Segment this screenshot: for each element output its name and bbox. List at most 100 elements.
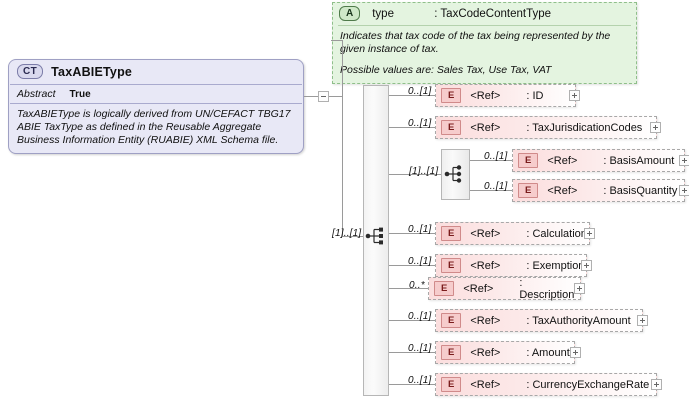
expand-toggle-plus[interactable] bbox=[679, 185, 689, 196]
element-box[interactable]: E <Ref> : Calculation bbox=[435, 222, 590, 245]
element-cardinality: 0..[1] bbox=[484, 181, 508, 192]
expand-toggle-plus[interactable] bbox=[584, 228, 595, 239]
divider bbox=[338, 25, 631, 26]
element-badge-icon: E bbox=[441, 88, 462, 103]
abstract-row: Abstract True bbox=[9, 85, 303, 103]
element-badge-icon: E bbox=[518, 183, 539, 198]
collapse-toggle-minus[interactable] bbox=[318, 91, 329, 102]
element-badge-icon: E bbox=[441, 226, 462, 241]
element-cardinality: 0..* bbox=[409, 280, 425, 291]
connector-line bbox=[389, 95, 435, 96]
element-cardinality: 0..[1] bbox=[408, 118, 432, 129]
abstract-label: Abstract bbox=[17, 88, 56, 100]
element-name: : CurrencyExchangeRate bbox=[526, 378, 650, 391]
element-cardinality: 0..[1] bbox=[408, 375, 432, 386]
element-box[interactable]: E <Ref> : CurrencyExchangeRate bbox=[435, 373, 657, 396]
complex-type-badge-icon: CT bbox=[17, 64, 44, 79]
connector-line bbox=[389, 288, 428, 289]
element-name: : Calculation bbox=[526, 227, 587, 240]
element-badge-icon: E bbox=[441, 313, 462, 328]
connector-line bbox=[389, 384, 435, 385]
element-name: : TaxJurisdicationCodes bbox=[526, 121, 643, 134]
attribute-documentation-line1: Indicates that tax code of the tax being… bbox=[340, 30, 611, 55]
element-box[interactable]: E <Ref> : BasisQuantity bbox=[512, 179, 685, 202]
element-box[interactable]: E <Ref> : Amount bbox=[435, 341, 575, 364]
element-ref: <Ref> bbox=[470, 259, 501, 272]
element-ref: <Ref> bbox=[470, 346, 501, 359]
element-ref: <Ref> bbox=[547, 154, 578, 167]
element-badge-icon: E bbox=[441, 377, 462, 392]
attribute-type: : TaxCodeContentType bbox=[434, 7, 552, 20]
element-badge-icon: E bbox=[434, 281, 455, 296]
abstract-value: True bbox=[69, 89, 91, 100]
element-box[interactable]: E <Ref> : Exemption bbox=[435, 254, 587, 277]
element-ref: <Ref> bbox=[470, 227, 501, 240]
sequence-icon bbox=[365, 227, 383, 245]
element-box[interactable]: E <Ref> : TaxJurisdicationCodes bbox=[435, 116, 657, 139]
expand-toggle-plus[interactable] bbox=[637, 315, 648, 326]
connector-line bbox=[331, 40, 342, 41]
attribute-header: A type : TaxCodeContentType bbox=[333, 3, 636, 25]
element-ref: <Ref> bbox=[470, 378, 501, 391]
connector-line bbox=[342, 236, 363, 237]
element-ref: <Ref> bbox=[547, 184, 578, 197]
connector-line bbox=[470, 160, 512, 161]
element-ref: <Ref> bbox=[470, 121, 501, 134]
outer-sequence-cardinality: [1]..[1] bbox=[332, 228, 362, 239]
element-name: : TaxAuthorityAmount bbox=[526, 314, 631, 327]
expand-toggle-plus[interactable] bbox=[651, 379, 662, 390]
sequence-icon bbox=[444, 165, 462, 183]
element-box[interactable]: E <Ref> : BasisAmount bbox=[512, 149, 685, 172]
connector-line bbox=[342, 40, 343, 236]
element-box[interactable]: E <Ref> : Description bbox=[428, 276, 581, 301]
connector-line bbox=[389, 174, 441, 175]
divider bbox=[10, 103, 302, 104]
expand-toggle-plus[interactable] bbox=[650, 122, 661, 133]
element-cardinality: 0..[1] bbox=[408, 256, 432, 267]
element-badge-icon: E bbox=[441, 345, 462, 360]
element-cardinality: 0..[1] bbox=[484, 151, 508, 162]
connector-line bbox=[389, 233, 435, 234]
element-cardinality: 0..[1] bbox=[408, 343, 432, 354]
attribute-box-type[interactable]: A type : TaxCodeContentType Indicates th… bbox=[332, 2, 637, 84]
connector-line bbox=[470, 190, 512, 191]
outer-sequence-bar[interactable] bbox=[363, 85, 389, 396]
expand-toggle-plus[interactable] bbox=[574, 283, 585, 294]
element-badge-icon: E bbox=[518, 153, 539, 168]
connector-line bbox=[389, 265, 435, 266]
connector-line bbox=[389, 352, 435, 353]
connector-line bbox=[389, 320, 435, 321]
expand-toggle-plus[interactable] bbox=[569, 90, 580, 101]
element-name: : ID bbox=[526, 89, 544, 102]
element-box[interactable]: E <Ref> : ID bbox=[435, 84, 576, 107]
attribute-badge-icon: A bbox=[339, 6, 361, 21]
element-badge-icon: E bbox=[441, 258, 462, 273]
attribute-name: type bbox=[372, 7, 394, 20]
element-box[interactable]: E <Ref> : TaxAuthorityAmount bbox=[435, 309, 643, 332]
divider bbox=[10, 84, 302, 85]
element-name: : BasisQuantity bbox=[603, 184, 678, 197]
complex-type-box[interactable]: CT TaxABIEType Abstract True TaxABIEType… bbox=[8, 59, 304, 154]
element-name: : BasisAmount bbox=[603, 154, 675, 167]
element-ref: <Ref> bbox=[463, 282, 494, 295]
element-ref: <Ref> bbox=[470, 314, 501, 327]
complex-type-header: CT TaxABIEType bbox=[9, 60, 303, 84]
element-badge-icon: E bbox=[441, 120, 462, 135]
complex-type-title: TaxABIEType bbox=[51, 64, 133, 79]
element-name: : Exemption bbox=[526, 259, 585, 272]
connector-line bbox=[304, 96, 318, 97]
expand-toggle-plus[interactable] bbox=[581, 260, 592, 271]
complex-type-documentation: TaxABIEType is logically derived from UN… bbox=[17, 108, 291, 146]
element-name: : Amount bbox=[526, 346, 570, 359]
attribute-documentation-line2: Possible values are: Sales Tax, Use Tax,… bbox=[340, 64, 552, 76]
inner-sequence-cardinality: [1]..[1] bbox=[409, 166, 439, 177]
element-cardinality: 0..[1] bbox=[408, 311, 432, 322]
element-name: : Description bbox=[519, 276, 575, 301]
element-cardinality: 0..[1] bbox=[408, 224, 432, 235]
connector-line bbox=[389, 127, 435, 128]
element-cardinality: 0..[1] bbox=[408, 86, 432, 97]
expand-toggle-plus[interactable] bbox=[570, 347, 581, 358]
expand-toggle-plus[interactable] bbox=[679, 155, 689, 166]
element-ref: <Ref> bbox=[470, 89, 501, 102]
